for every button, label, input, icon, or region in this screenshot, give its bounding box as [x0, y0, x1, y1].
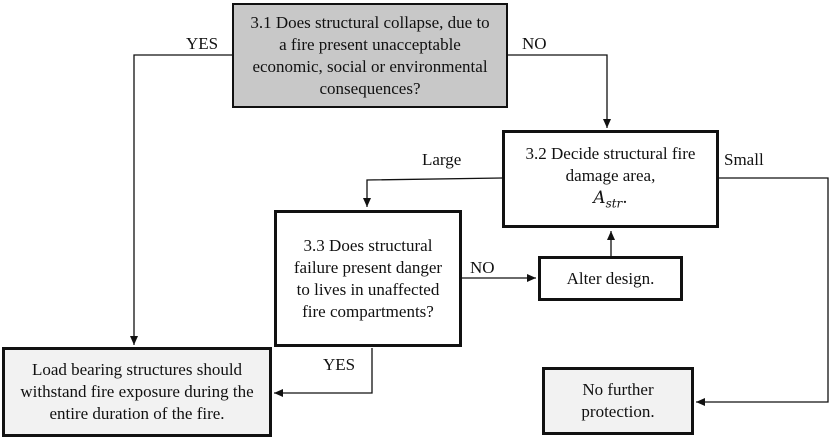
- label-q3-yes: YES: [323, 355, 356, 374]
- node-q3-danger-to-lives: 3.3 Does structural failure present dang…: [274, 210, 462, 347]
- label-q1-no: NO: [522, 34, 547, 53]
- node-load-bearing-structures: Load bearing structures should withstand…: [2, 347, 272, 437]
- edge-q2-small: [696, 177, 829, 406]
- node-q2-text: 3.2 Decide structural fire damage area,: [525, 144, 696, 186]
- label-q3-no: NO: [470, 258, 495, 277]
- node-q1-text: 3.1 Does structural collapse, due to a f…: [250, 12, 490, 98]
- edge-q3-yes: [274, 348, 373, 397]
- label-q1-yes: YES: [186, 34, 219, 53]
- node-no-further-protection: No further protection.: [542, 367, 694, 435]
- label-q2-small: Small: [724, 150, 764, 169]
- node-q2-symbol: Astr.: [593, 188, 628, 211]
- node-q1-collapse-consequences: 3.1 Does structural collapse, due to a f…: [232, 3, 508, 108]
- node-alter-text: Alter design.: [566, 268, 655, 288]
- node-q2-damage-area: 3.2 Decide structural fire damage area, …: [502, 130, 719, 228]
- node-q3-text: 3.3 Does structural failure present dang…: [293, 235, 443, 321]
- node-no-protection-text: No further protection.: [581, 380, 655, 421]
- label-q2-large: Large: [422, 150, 462, 169]
- node-alter-design: Alter design.: [538, 256, 683, 301]
- edge-q1-yes: [130, 54, 232, 345]
- edge-q1-no: [508, 54, 611, 128]
- edge-q2-large: [363, 177, 503, 207]
- node-load-text: Load bearing structures should withstand…: [20, 360, 254, 423]
